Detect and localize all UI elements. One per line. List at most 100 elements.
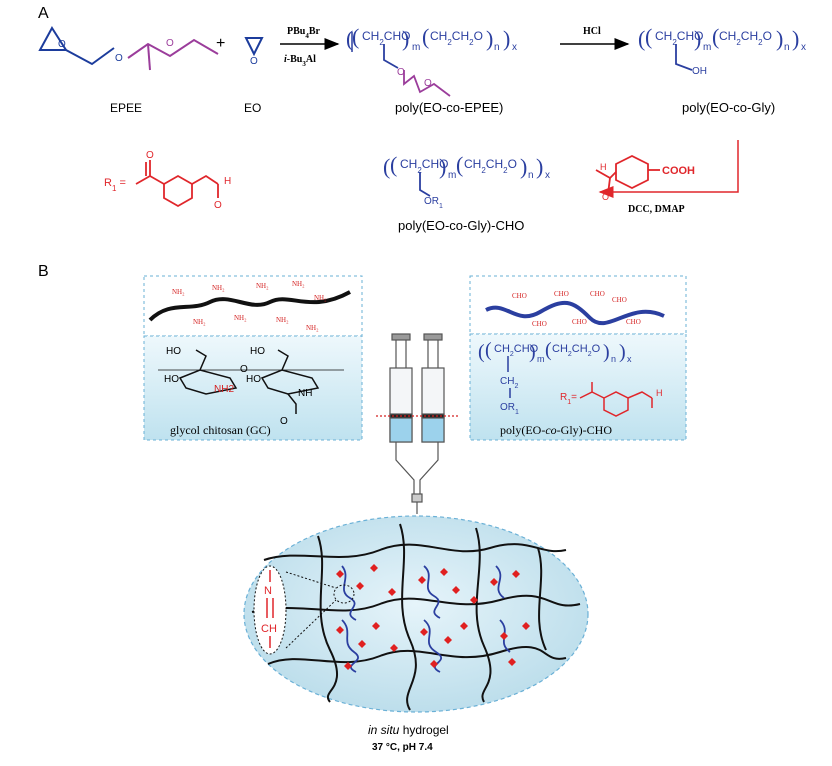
cho-or1: OR1	[424, 196, 443, 210]
gly-hydroxyl-linker	[675, 44, 693, 71]
hydrogel-label: in situ hydrogel	[368, 723, 449, 737]
svg-text:): )	[402, 26, 409, 51]
eo-structure: O	[244, 37, 264, 67]
copolymer-cho-label: poly(EO-co-Gly)-CHO	[398, 218, 524, 233]
svg-text:CHO: CHO	[626, 318, 641, 326]
plus-sign: +	[216, 35, 225, 52]
svg-text:CH2CH2O: CH2CH2O	[464, 157, 517, 175]
svg-text:CHO: CHO	[512, 292, 527, 300]
svg-text:x: x	[512, 42, 517, 53]
cho-structure-box	[469, 333, 687, 441]
hydrogel-conditions: 37 °C, pH 7.4	[372, 742, 433, 753]
epee-label: EPEE	[110, 101, 142, 115]
svg-text:): )	[603, 341, 610, 363]
gc-acetyl-o: O	[280, 416, 288, 427]
gc-label: glycol chitosan (GC)	[170, 423, 271, 437]
svg-text:CHO: CHO	[612, 296, 627, 304]
svg-text:NH₂: NH₂	[234, 314, 247, 322]
svg-text:NH₂: NH₂	[256, 282, 269, 290]
sidechain-o2: O	[424, 78, 432, 89]
sidechain-o1: O	[397, 67, 405, 78]
svg-text:): )	[520, 154, 527, 179]
epee-oxygen: O	[58, 39, 66, 50]
gc-nh2: NH2	[214, 384, 234, 395]
svg-text:): )	[776, 26, 783, 51]
svg-text:CHO: CHO	[590, 290, 605, 298]
panel-b-label: B	[38, 263, 49, 280]
cho-chain-box	[469, 275, 687, 335]
svg-text:): )	[619, 341, 626, 363]
svg-text:m: m	[448, 170, 456, 181]
svg-text:NH₂: NH₂	[172, 288, 185, 296]
svg-text:(: (	[478, 341, 485, 363]
svg-text:x: x	[545, 170, 550, 181]
svg-text:(: (	[638, 26, 645, 51]
reagent-dcc-dmap: DCC, DMAP	[628, 204, 685, 215]
svg-text:CHO: CHO	[532, 320, 547, 328]
svg-text:): )	[792, 26, 799, 51]
r1-ketone-o: O	[146, 150, 154, 161]
svg-text:NH₂: NH₂	[193, 318, 206, 326]
svg-text:n: n	[494, 42, 500, 53]
epee-sidechain-linker	[383, 44, 399, 69]
reagent-hcl: HCl	[583, 26, 601, 37]
svg-text:CH2CHO: CH2CHO	[400, 157, 448, 175]
cho-sidechain-linker	[419, 172, 431, 197]
svg-text:): )	[529, 341, 536, 363]
cho-panel-label: poly(EO-co-Gly)-CHO	[500, 423, 612, 437]
svg-text:NH₂: NH₂	[306, 324, 319, 332]
svg-text:CHO: CHO	[572, 318, 587, 326]
svg-text:NH₂: NH₂	[292, 280, 305, 288]
svg-text:x: x	[801, 42, 806, 53]
gc-backbone	[148, 290, 351, 322]
r1-aldehyde-o: O	[214, 200, 222, 211]
cho-panel-or1: OR1	[500, 402, 519, 416]
gc-ho-3: HO	[164, 374, 179, 385]
svg-text:n: n	[528, 170, 534, 181]
copolymer-gly-structure: ( ( CH2CHO ) m ( CH2CH2O ) n ) x	[638, 24, 806, 53]
panel-a-label: A	[38, 5, 49, 22]
imine-zoom-source	[333, 584, 355, 604]
svg-text:CH2CHO: CH2CHO	[494, 343, 539, 358]
dual-syringe	[376, 333, 460, 514]
svg-text:CHO: CHO	[554, 290, 569, 298]
svg-text:NH₂: NH₂	[212, 284, 225, 292]
svg-text:): )	[439, 154, 446, 179]
r1-aldehyde-h: H	[224, 176, 231, 187]
reagent-ibu3al: i-Bu3Al	[284, 54, 316, 68]
svg-text:): )	[694, 26, 701, 51]
imine-bond: N CH	[261, 570, 277, 648]
gc-nh: NH	[298, 388, 312, 399]
svg-text:(: (	[485, 339, 492, 361]
reagent-pbu4br: PBu4Br	[287, 26, 321, 40]
svg-text:CH2CHO: CH2CHO	[362, 29, 410, 47]
svg-text:(: (	[422, 24, 429, 49]
esterification-arrow	[598, 140, 739, 198]
imine-zoom-inset	[253, 565, 287, 655]
r1-benzoyl-structure	[135, 160, 219, 208]
copolymer-cho-structure: ( ( CH2CHO ) m ( CH2CH2O ) n ) x	[383, 152, 550, 181]
cho-backbone	[485, 301, 665, 326]
svg-text:(: (	[645, 24, 652, 49]
svg-text:): )	[486, 26, 493, 51]
cho-panel-r1: R1=	[560, 392, 577, 406]
svg-text:): )	[536, 154, 543, 179]
gc-structure-box	[143, 335, 363, 441]
acid-cooh: COOH	[662, 165, 695, 177]
acid-formyl-h: H	[600, 162, 607, 172]
imine-ch: CH	[261, 623, 277, 635]
cho-panel-ch2: CH2	[500, 376, 518, 390]
svg-text:(: (	[712, 24, 719, 49]
cho-aldehyde-groups: CHO CHO CHO CHO CHO CHO CHO	[512, 290, 641, 328]
hydrogel-gc-chains	[251, 523, 581, 711]
imine-n: N	[264, 585, 272, 597]
svg-text:(: (	[346, 26, 353, 51]
cho-panel-r1-structure	[579, 382, 653, 417]
gc-sugar-rings	[158, 349, 344, 414]
svg-text:O: O	[250, 56, 258, 67]
svg-text:(: (	[545, 339, 552, 361]
svg-text:CH2CH2O: CH2CH2O	[430, 29, 483, 47]
copolymer-epee-label: poly(EO-co-EPEE)	[395, 100, 503, 115]
